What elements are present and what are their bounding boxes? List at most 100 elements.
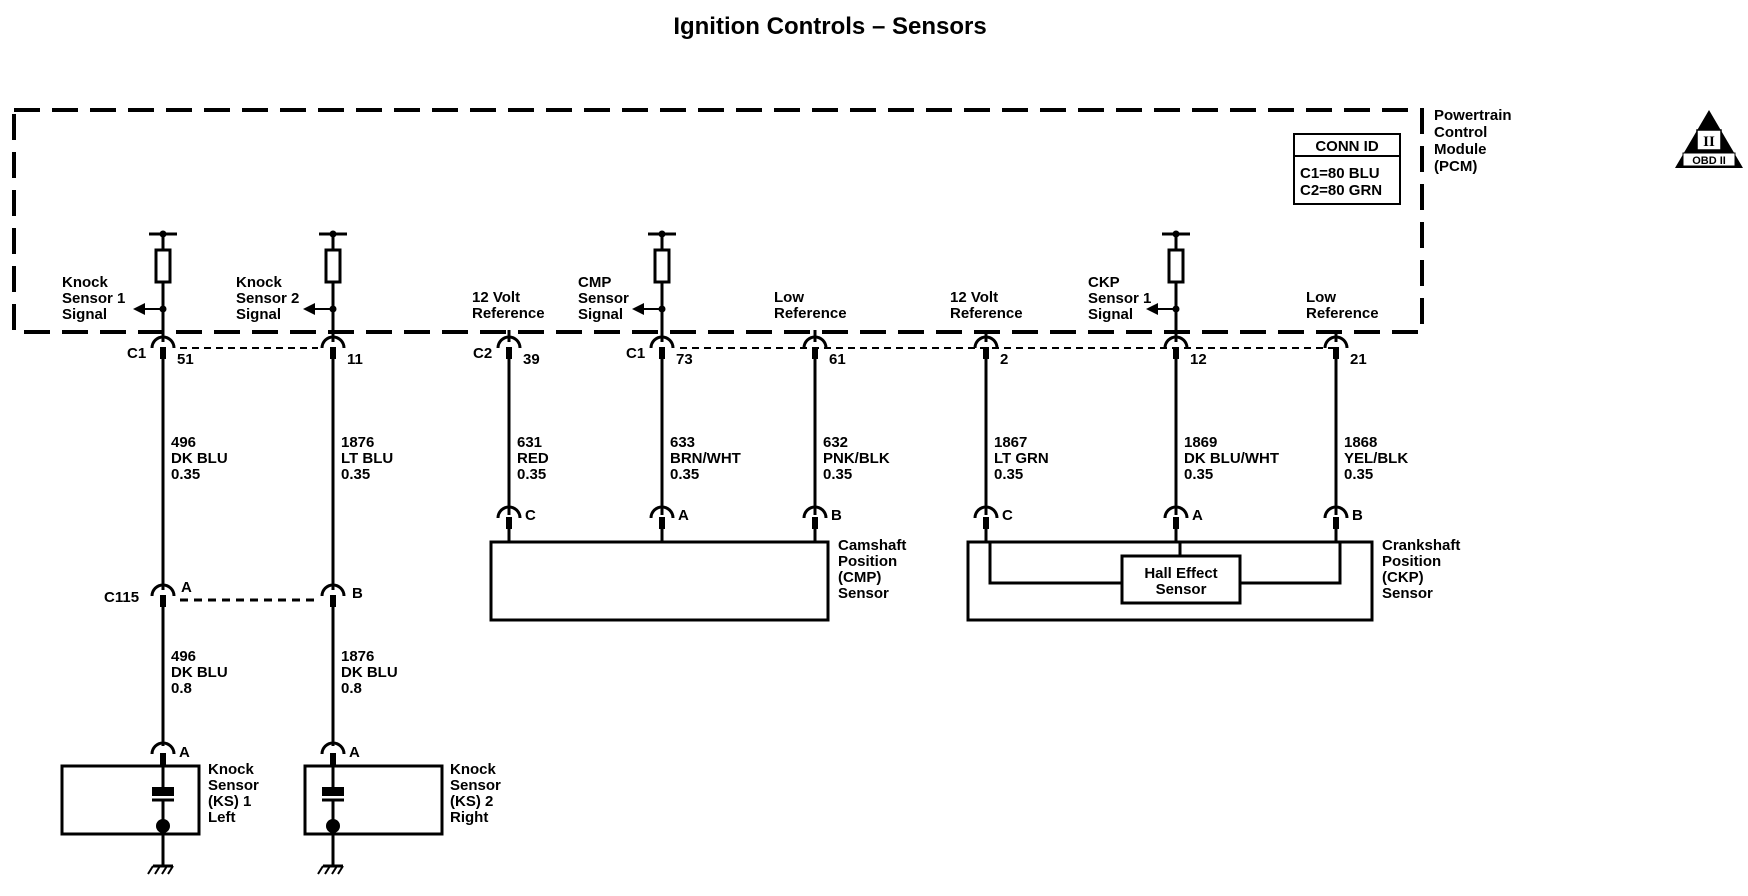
pcm-pin-connector	[150, 335, 176, 359]
c115-pin-a: A	[181, 579, 192, 596]
svg-text:Reference: Reference	[472, 305, 545, 322]
wire-circuit-number: 496	[171, 434, 196, 451]
svg-text:Crankshaft: Crankshaft	[1382, 537, 1460, 554]
wire-color: RED	[517, 450, 549, 467]
svg-text:Module: Module	[1434, 141, 1487, 158]
svg-text:Signal: Signal	[236, 306, 281, 323]
svg-text:Position: Position	[838, 553, 897, 570]
wire-gauge: 0.35	[517, 466, 546, 483]
pcm-pin-number: 51	[177, 351, 194, 368]
pcm-pin-connector	[496, 335, 522, 359]
wire-color: LT GRN	[994, 450, 1049, 467]
svg-text:Knock: Knock	[450, 761, 497, 778]
wire-gauge: 0.8	[341, 680, 362, 697]
pcm-pin-connector	[973, 335, 999, 359]
wire-circuit-number: 632	[823, 434, 848, 451]
svg-text:CMP: CMP	[578, 274, 611, 291]
wire-color: YEL/BLK	[1344, 450, 1408, 467]
svg-text:CKP: CKP	[1088, 274, 1120, 291]
svg-text:Sensor: Sensor	[578, 290, 629, 307]
hall-effect-label-2: Sensor	[1156, 581, 1207, 598]
signal-arrow-icon	[632, 303, 662, 315]
wire-color: PNK/BLK	[823, 450, 890, 467]
wire-gauge: 0.35	[823, 466, 852, 483]
c115-pin-connector	[320, 583, 346, 607]
cmp-sensor-label: Camshaft Position (CMP) Sensor	[838, 537, 906, 602]
sensor-pin-letter: A	[1192, 507, 1203, 524]
hall-effect-sensor-box	[1120, 554, 1242, 605]
pcm-pin-number: 73	[676, 351, 693, 368]
sensor-pin-connector	[1163, 505, 1189, 529]
wire-gauge: 0.8	[171, 680, 192, 697]
knock-sensor-1-box	[60, 764, 201, 836]
sensor-pin-letter: B	[831, 507, 842, 524]
svg-text:II: II	[1703, 134, 1715, 150]
knock-sensor-connector	[320, 741, 346, 765]
wire-color: DK BLU	[341, 664, 398, 681]
diagram-title: Ignition Controls – Sensors	[673, 13, 986, 40]
knock-sensor-2-box	[303, 764, 444, 836]
pcm-pin-number: 2	[1000, 351, 1008, 368]
svg-text:Signal: Signal	[578, 306, 623, 323]
sensor-pin-connector	[496, 505, 522, 529]
sensor-pin-connector	[1323, 505, 1349, 529]
c115-label: C115	[104, 589, 139, 606]
pcm-pin-connector	[320, 335, 346, 359]
wire-color: DK BLU	[171, 664, 228, 681]
pcm-pin-connector	[802, 335, 828, 359]
svg-text:Signal: Signal	[62, 306, 107, 323]
wire-circuit-number: 1868	[1344, 434, 1377, 451]
knock-sensor-pin-letter: A	[179, 744, 190, 761]
wire-color: DK BLU/WHT	[1184, 450, 1279, 467]
wire-circuit-number: 631	[517, 434, 542, 451]
hall-effect-label-1: Hall Effect	[1144, 565, 1217, 582]
knock-sensor-pin-letter: A	[349, 744, 360, 761]
svg-text:Sensor 1: Sensor 1	[62, 290, 125, 307]
wire-color: LT BLU	[341, 450, 393, 467]
ckp-sensor-box	[966, 540, 1374, 622]
pcm-connector-id: C1	[626, 345, 645, 362]
svg-text:Control: Control	[1434, 124, 1487, 141]
wire-gauge: 0.35	[1344, 466, 1373, 483]
sensor-pin-connector	[973, 505, 999, 529]
wire-color: DK BLU	[171, 450, 228, 467]
pcm-pin-number: 21	[1350, 351, 1367, 368]
svg-text:Right: Right	[450, 809, 488, 826]
svg-text:Low: Low	[774, 289, 804, 306]
pcm-pin-connector	[1323, 335, 1349, 359]
pcm-pin-number: 12	[1190, 351, 1207, 368]
wire-gauge: 0.35	[341, 466, 370, 483]
pcm-pin-number: 39	[523, 351, 540, 368]
svg-text:Powertrain: Powertrain	[1434, 107, 1512, 124]
piezo-element-icon	[322, 762, 344, 866]
sensor-pin-letter: C	[1002, 507, 1013, 524]
sensor-pin-connector	[649, 505, 675, 529]
knock-sensor-connector	[150, 741, 176, 765]
svg-text:(CKP): (CKP)	[1382, 569, 1424, 586]
pcm-connector-id: C1	[127, 345, 146, 362]
svg-text:(CMP): (CMP)	[838, 569, 881, 586]
sensor-pin-letter: B	[1352, 507, 1363, 524]
ground-icon	[317, 864, 344, 875]
wire-color: BRN/WHT	[670, 450, 741, 467]
svg-text:Knock: Knock	[62, 274, 109, 291]
piezo-element-icon	[152, 762, 174, 866]
wire-circuit-number: 496	[171, 648, 196, 665]
knock-sensor-2-label: Knock Sensor (KS) 2 Right	[450, 761, 501, 826]
signal-arrow-icon	[1146, 303, 1176, 315]
svg-text:Position: Position	[1382, 553, 1441, 570]
svg-text:Sensor: Sensor	[208, 777, 259, 794]
sensor-pin-letter: C	[525, 507, 536, 524]
ckp-sensor-label: Crankshaft Position (CKP) Sensor	[1382, 537, 1460, 602]
svg-text:Reference: Reference	[1306, 305, 1379, 322]
pcm-boundary	[12, 108, 1424, 334]
svg-text:Sensor: Sensor	[838, 585, 889, 602]
pull-up-resistor-icon	[1162, 230, 1190, 342]
svg-text:Reference: Reference	[774, 305, 847, 322]
pcm-pin-number: 11	[347, 351, 363, 368]
cmp-sensor-box	[489, 540, 830, 622]
pcm-connector-id: C2	[473, 345, 492, 362]
svg-text:12 Volt: 12 Volt	[472, 289, 520, 306]
svg-text:OBD II: OBD II	[1692, 155, 1726, 167]
